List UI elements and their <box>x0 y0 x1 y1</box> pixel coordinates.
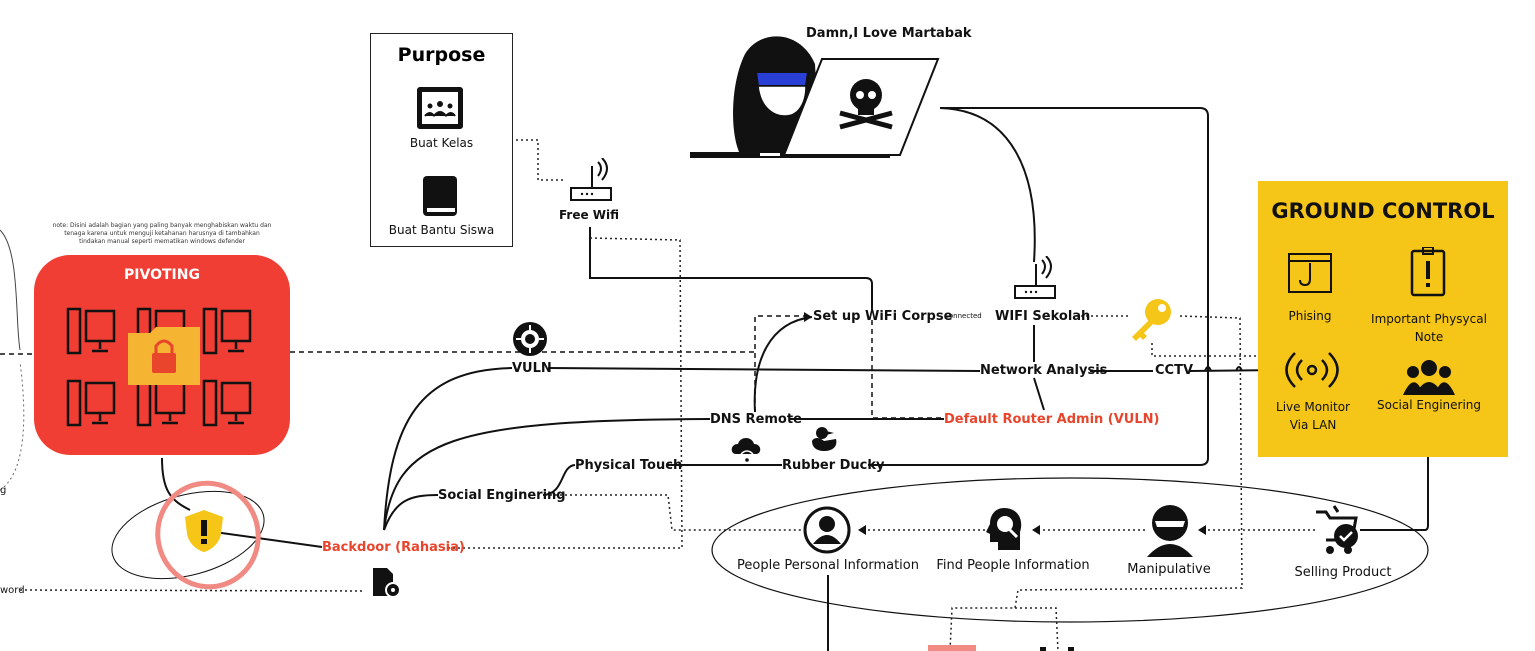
node-backdoor: Backdoor (Rahasia) <box>322 540 465 555</box>
partial-icon <box>928 645 976 651</box>
node-vuln: VULN <box>512 361 552 376</box>
gc-item-phising: Phising <box>1288 309 1332 323</box>
virus-icon <box>513 322 547 356</box>
left-edge-g: g <box>0 485 7 496</box>
ground-control-box: GROUND CONTROL Phising Important Physyca… <box>1258 181 1508 457</box>
router-icon <box>570 158 612 201</box>
pivot-note: note: Disini adalah bagian yang paling b… <box>52 222 272 245</box>
router-icon <box>1014 256 1056 299</box>
cloud-wifi-icon <box>731 438 761 462</box>
node-find-people-information: Find People Information <box>936 558 1090 573</box>
node-manipulative: Manipulative <box>1127 562 1211 577</box>
key-icon <box>1132 299 1171 341</box>
person-search-icon <box>986 508 1022 550</box>
note-icon <box>1410 247 1446 297</box>
laptop-skull-icon <box>782 58 940 156</box>
node-wifi-sekolah: WIFI Sekolah <box>995 309 1091 324</box>
phishing-icon <box>1288 253 1332 293</box>
group-icon <box>1403 360 1455 395</box>
node-default-router-admin: Default Router Admin (VULN) <box>944 412 1160 427</box>
manipulator-icon <box>1147 505 1193 557</box>
person-icon <box>803 506 851 554</box>
ground-control-title: GROUND CONTROL <box>1271 199 1495 223</box>
padlock-folder-icon <box>128 327 200 385</box>
node-free-wifi: Free Wifi <box>558 208 620 222</box>
cart-icon <box>1316 505 1358 554</box>
partial-icon <box>1040 647 1074 651</box>
gc-item-important-note: Important Physycal Note <box>1371 312 1487 344</box>
purpose-item-buat-kelas: Buat Kelas <box>409 136 474 150</box>
shield-warning-icon <box>185 510 223 552</box>
purpose-item-buat-bantu-siswa: Buat Bantu Siswa <box>388 223 495 237</box>
node-cctv: CCTV <box>1155 363 1194 378</box>
node-setup-wifi-corpse: Set up WiFi Corpse <box>813 309 953 324</box>
left-edge-word: word <box>0 585 25 596</box>
node-people-personal-information: People Personal Information <box>737 558 919 573</box>
duck-icon <box>812 427 837 451</box>
gc-item-live-monitor: Live Monitor Via LAN <box>1276 400 1350 432</box>
node-rubber-ducky: Rubber Ducky <box>782 458 885 473</box>
gc-item-social-enginering: Social Enginering <box>1376 398 1482 412</box>
diagram-title: Damn,I Love Martabak <box>806 26 972 41</box>
connected-label: Connected <box>944 312 982 320</box>
node-network-analysis: Network Analysis <box>980 363 1108 378</box>
book-icon <box>423 176 457 216</box>
live-broadcast-icon <box>1285 352 1339 388</box>
purpose-heading: Purpose <box>397 44 486 66</box>
node-dns-remote: DNS Remote <box>710 412 802 427</box>
node-physical-touch: Physical Touch <box>575 458 683 473</box>
pivoting-title: PIVOTING <box>124 267 200 283</box>
node-social-engineering: Social Enginering <box>438 488 566 503</box>
file-gear-icon <box>373 568 401 598</box>
classroom-icon <box>417 87 463 129</box>
purpose-box: Purpose Buat Kelas Buat Bantu Siswa <box>370 33 513 247</box>
node-selling-product: Selling Product <box>1294 565 1392 580</box>
pivoting-box: PIVOTING <box>34 255 290 455</box>
